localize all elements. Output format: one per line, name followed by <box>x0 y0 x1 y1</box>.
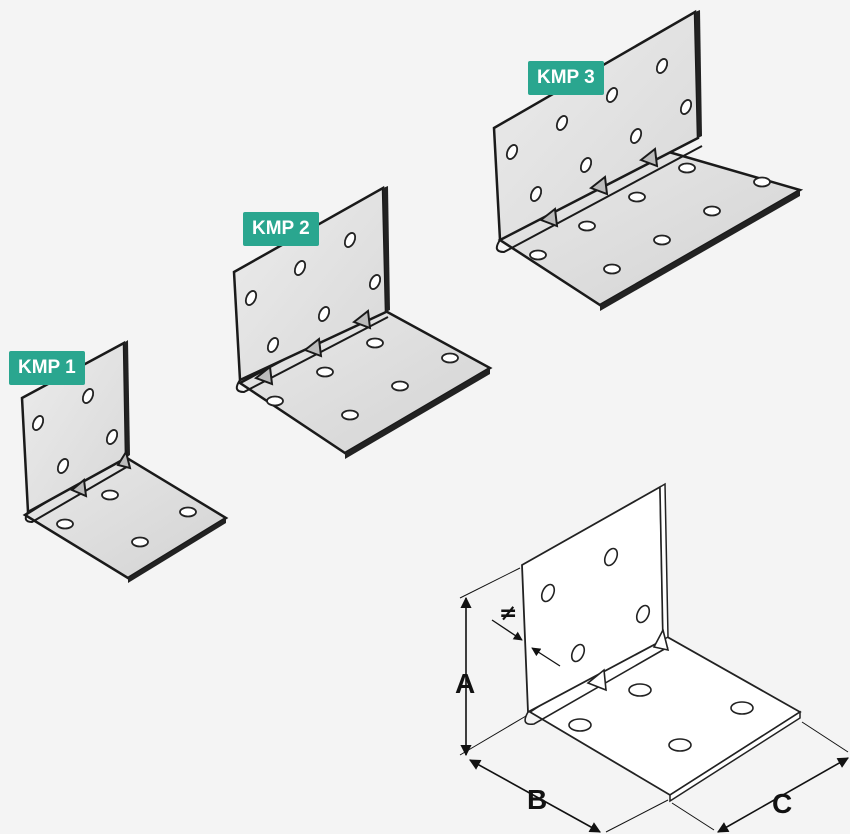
kmp3-vertical-holes <box>505 58 693 202</box>
kmp1-vertical-holes <box>31 388 119 474</box>
kmp1-vertical-edge <box>124 340 130 458</box>
kmp1-ribs <box>70 449 132 498</box>
badge-kmp-2: KMP 2 <box>243 212 319 246</box>
bracket-kmp-3 <box>492 9 804 311</box>
dimension-c-extension-2 <box>671 802 715 831</box>
thickness-symbol: ≠ <box>499 601 518 626</box>
kmp2-ribs <box>253 309 372 386</box>
dim-vertical-holes <box>540 547 651 663</box>
dim-bend <box>524 646 669 726</box>
kmp3-vertical-edge <box>695 10 702 138</box>
kmp2-horizontal-holes <box>266 337 459 421</box>
dimension-c-label: C <box>772 788 793 819</box>
dimension-a-label: A <box>455 668 476 699</box>
kmp2-bend <box>235 316 389 394</box>
kmp2-flange-edge <box>345 368 490 459</box>
dimension-c-extension <box>801 721 849 753</box>
dimension-b-label: B <box>527 784 548 815</box>
kmp2-vertical-edge <box>383 186 390 312</box>
kmp3-flange-edge <box>600 190 800 311</box>
thickness-leader-left <box>491 619 523 641</box>
kmp1-flange-edge <box>128 518 226 583</box>
dim-horizontal-holes <box>568 683 754 752</box>
dimension-b-extension <box>605 799 669 833</box>
kmp1-horizontal-holes <box>56 489 197 548</box>
dimension-c-line <box>717 757 849 833</box>
dimension-a-extension-top <box>459 567 521 599</box>
dimension-a-extension-bottom <box>459 715 527 756</box>
badge-kmp-3: KMP 3 <box>528 61 604 95</box>
kmp2-vertical-holes <box>244 232 382 353</box>
kmp3-horizontal-holes <box>529 162 771 275</box>
bracket-kmp-2 <box>232 185 493 459</box>
kmp3-bend <box>495 145 703 254</box>
dimension-drawing <box>459 482 849 833</box>
kmp3-ribs <box>538 147 659 228</box>
dim-ribs <box>586 627 670 692</box>
thickness-leader-right <box>531 647 561 667</box>
kmp1-bend <box>24 464 131 524</box>
dim-flange-edge <box>669 710 801 803</box>
dimension-b-line <box>469 759 601 833</box>
badge-kmp-1: KMP 1 <box>9 351 85 385</box>
bracket-kmp-1 <box>20 340 229 583</box>
dim-vertical-edge <box>659 482 669 642</box>
